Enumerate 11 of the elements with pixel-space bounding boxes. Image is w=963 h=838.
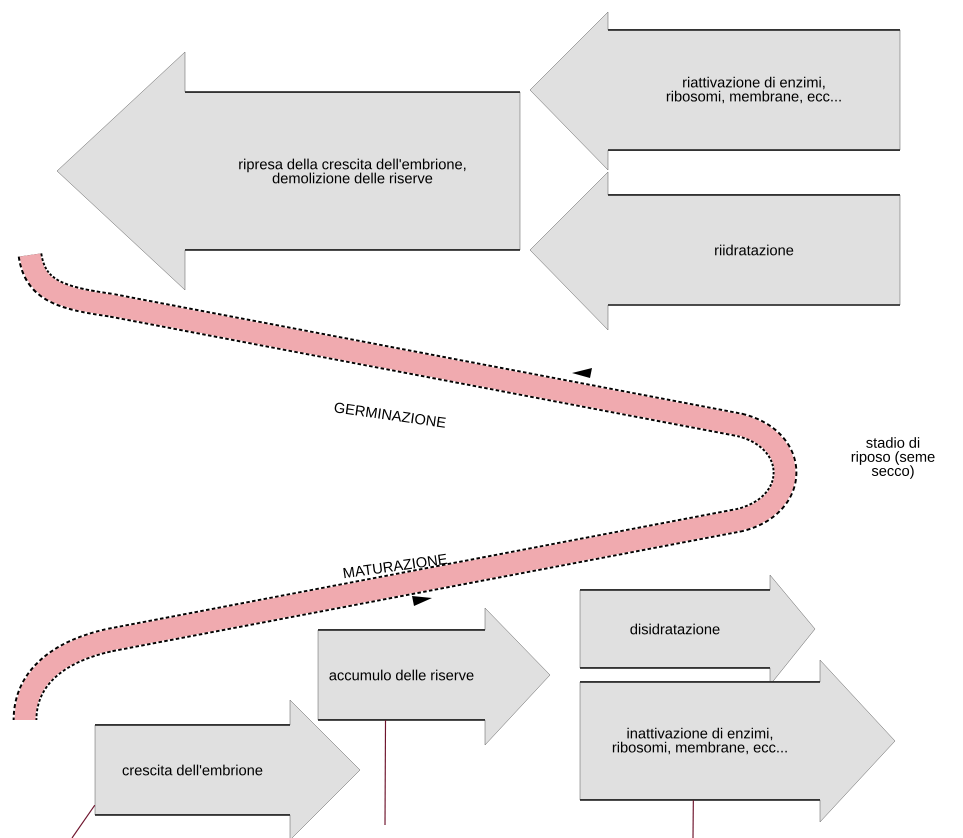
leader-line [72, 804, 96, 838]
arrow-box: crescita dell'embrione [94, 700, 360, 838]
arrow-box: accumulo delle riserve [318, 608, 550, 746]
arrow-box: riattivazione di enzimi, ribosomi, membrane, ecc... [530, 12, 900, 170]
leader-line [384, 720, 386, 825]
arrow-box: disidratazione [580, 574, 816, 686]
stage-label: stadio di riposo (seme secco) [852, 437, 935, 479]
arrow-box: ripresa della crescita dell'embrione, demolizione delle riserve [56, 52, 520, 290]
arrow-box: inattivazione di enzimi, ribosomi, membrane, ecc... [580, 660, 896, 822]
arrow-box: riidratazione [530, 172, 900, 330]
leader-line [692, 800, 694, 838]
